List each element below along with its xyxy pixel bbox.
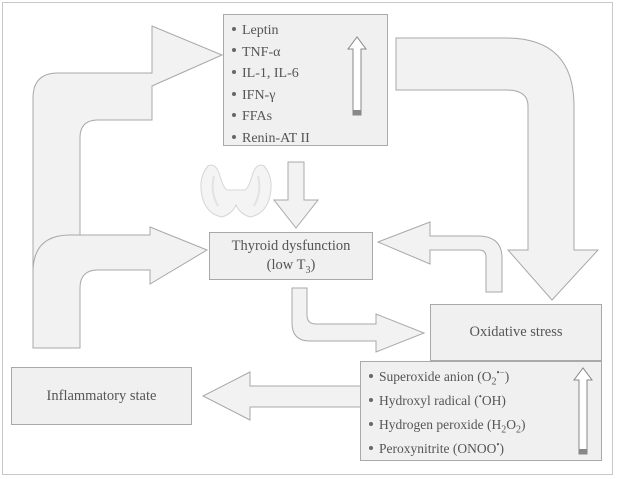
arrow-oxidative-to-inflammatory bbox=[201, 371, 363, 421]
arrow-inflammation-to-cytokines bbox=[32, 25, 224, 349]
cytokine-item: IL-1, IL-6 bbox=[232, 63, 310, 85]
arrow-thyroid-to-oxidative bbox=[291, 287, 426, 353]
cytokine-item: Leptin bbox=[232, 20, 310, 42]
oxidative-stress-box: Oxidative stress bbox=[430, 304, 602, 361]
arrow-inflammation-to-thyroid bbox=[32, 226, 209, 349]
diagram-frame bbox=[2, 2, 613, 475]
arrow-cytokines-to-oxidative bbox=[395, 37, 600, 301]
cytokine-item: Renin-AT II bbox=[232, 128, 310, 150]
reactive-species-box: Superoxide anion (O2•−) Hydroxyl radical… bbox=[360, 361, 602, 461]
species-item: Peroxynitrite (ONOO•) bbox=[369, 437, 525, 461]
arrow-cytokines-to-thyroid bbox=[272, 161, 320, 229]
cytokines-box: Leptin TNF-α IL-1, IL-6 IFN-γ FFAs Renin… bbox=[223, 14, 388, 146]
cytokine-item: IFN-γ bbox=[232, 85, 310, 107]
cytokine-item: TNF-α bbox=[232, 42, 310, 64]
inflammatory-state-box: Inflammatory state bbox=[11, 367, 192, 425]
thyroid-label-line2: (low T3) bbox=[266, 257, 316, 276]
increase-arrow-icon bbox=[573, 367, 593, 455]
thyroid-dysfunction-box: Thyroid dysfunction (low T3) bbox=[209, 232, 373, 280]
species-item: Superoxide anion (O2•−) bbox=[369, 365, 525, 389]
thyroid-gland-icon bbox=[200, 164, 272, 218]
thyroid-label-line1: Thyroid dysfunction bbox=[231, 238, 351, 254]
species-item: Hydrogen peroxide (H2O2) bbox=[369, 413, 525, 437]
cytokine-item: FFAs bbox=[232, 106, 310, 128]
increase-arrow-icon bbox=[347, 36, 367, 116]
species-item: Hydroxyl radical (•OH) bbox=[369, 389, 525, 413]
arrow-oxidative-to-thyroid bbox=[376, 221, 503, 293]
